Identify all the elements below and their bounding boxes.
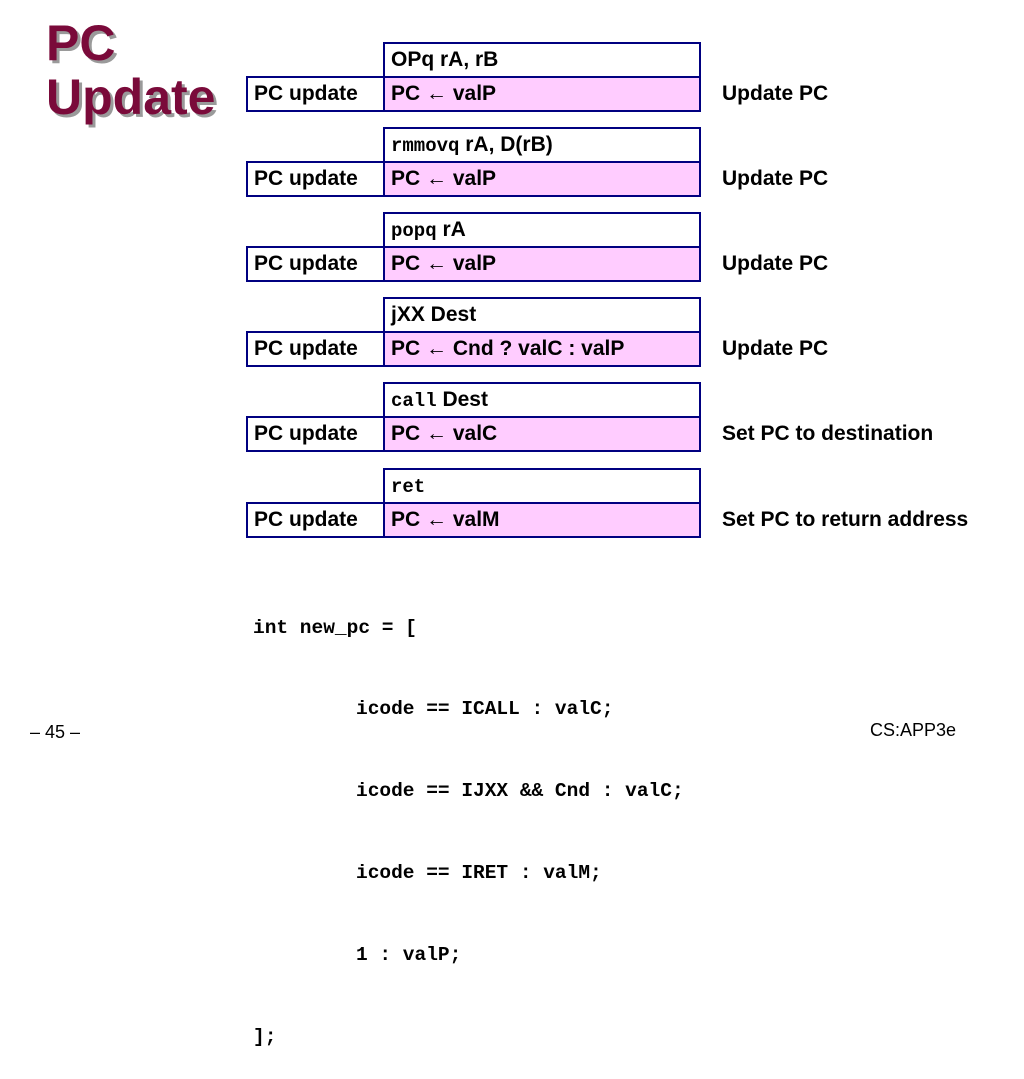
instruction-code: popq [391,220,437,242]
row-description: Update PC [722,337,829,360]
instruction-code: call [391,390,437,412]
row-description: Update PC [722,252,829,275]
slide-title: PC Update [46,16,215,124]
row-description: Set PC to destination [722,422,934,445]
instruction-text: rA, D(rB) [459,133,553,156]
stage-label: PC update [246,416,385,452]
code-line: icode == ICALL : valC; [356,698,614,721]
code-line: icode == IJXX && Cnd : valC; [356,780,684,803]
code-line: 1 : valP; [356,944,462,967]
code-line: int new_pc = [ [253,616,417,639]
instruction-text: OPq rA, rB [391,48,499,71]
row-description: Update PC [722,167,829,190]
instruction-box: OPq rA, rB [383,42,701,78]
instruction-text: Dest [436,388,488,411]
instruction-box: ret [383,468,701,504]
pc-action-cell: PC ← valC [383,416,701,452]
stage-label: PC update [246,331,385,367]
instruction-box: jXX Dest [383,297,701,333]
pc-action-cell: PC ← valP [383,76,701,112]
row-description: Set PC to return address [722,508,969,531]
stage-label: PC update [246,502,385,538]
pc-action-cell: PC ← valP [383,161,701,197]
stage-label: PC update [246,76,385,112]
course-label: CS:APP3e [870,720,957,740]
instruction-box: popq rA [383,212,701,248]
page-number: – 45 – [30,722,81,742]
row-description: Update PC [722,82,829,105]
pc-action-cell: PC ← valP [383,246,701,282]
instruction-text: jXX Dest [391,303,477,326]
instruction-text: rA [436,218,466,241]
pc-action-cell: PC ← Cnd ? valC : valP [383,331,701,367]
title-line-1: PC [46,15,116,71]
instruction-code: rmmovq [391,135,460,157]
code-line: ]; [253,1026,277,1049]
instruction-box: rmmovq rA, D(rB) [383,127,701,163]
code-line: icode == IRET : valM; [356,862,602,885]
title-line-2: Update [46,69,216,125]
hcl-code-block: int new_pc = [ icode == ICALL : valC; ic… [253,560,684,1079]
instruction-code: ret [391,476,426,498]
stage-label: PC update [246,246,385,282]
instruction-box: call Dest [383,382,701,418]
stage-label: PC update [246,161,385,197]
pc-action-cell: PC ← valM [383,502,701,538]
